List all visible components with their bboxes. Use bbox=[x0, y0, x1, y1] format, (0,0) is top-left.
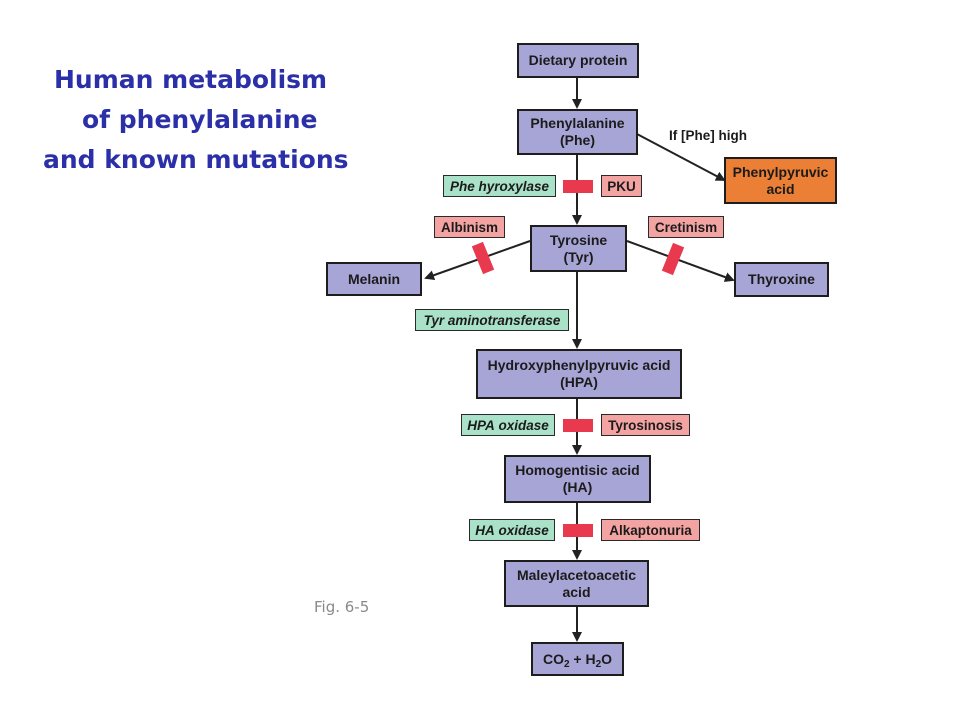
enzyme-hpa-oxidase: HPA oxidase bbox=[461, 414, 555, 436]
node-ha-name: Homogentisic acid bbox=[515, 462, 640, 478]
node-plus-h-text: + H bbox=[569, 650, 596, 667]
node-co2-h2o: CO2 + H2O bbox=[531, 642, 624, 676]
disorder-tyrosinosis-label: Tyrosinosis bbox=[608, 417, 683, 433]
disorder-tyrosinosis: Tyrosinosis bbox=[601, 414, 690, 436]
block-bar-pku bbox=[563, 180, 593, 193]
node-thyroxine-label: Thyroxine bbox=[748, 271, 815, 287]
node-ha-abbr: (HA) bbox=[562, 479, 593, 495]
node-phenylpyruvic-acid: Phenylpyruvic acid bbox=[724, 157, 837, 204]
enzyme-ha-oxidase: HA oxidase bbox=[469, 519, 555, 541]
node-phenylalanine-abbr: (Phe) bbox=[560, 132, 595, 148]
node-dietary-protein: Dietary protein bbox=[517, 43, 639, 78]
node-phenylpyruvic-suffix: acid bbox=[766, 180, 795, 197]
node-melanin: Melanin bbox=[326, 262, 422, 296]
node-co2-subscript: 2 bbox=[563, 658, 570, 670]
enzyme-tyr-aminotransferase-abbr: Tyr bbox=[423, 312, 445, 328]
node-melanin-label: Melanin bbox=[347, 270, 401, 287]
block-bar-cretinism bbox=[661, 242, 685, 276]
node-co2-text: CO bbox=[542, 650, 564, 667]
node-tyrosine-abbr: (Tyr) bbox=[563, 248, 594, 265]
enzyme-tyr-aminotransferase-rest: aminotransferase bbox=[444, 312, 561, 328]
node-dietary-protein-label: Dietary protein bbox=[528, 52, 628, 68]
node-hpa-name: Hydroxyphenylpyruvic acid bbox=[487, 357, 671, 373]
disorder-alkaptonuria: Alkaptonuria bbox=[601, 519, 700, 541]
disorder-albinism: Albinism bbox=[434, 216, 505, 238]
title-line-3: and known mutations bbox=[43, 145, 349, 174]
node-phenylalanine-name: Phenylalanine bbox=[530, 115, 625, 131]
block-bar-albinism bbox=[471, 241, 495, 275]
disorder-pku-label: PKU bbox=[607, 178, 636, 194]
disorder-pku: PKU bbox=[601, 175, 642, 197]
disorder-albinism-label: Albinism bbox=[440, 219, 498, 235]
block-bar-tyrosinosis bbox=[563, 419, 593, 432]
enzyme-phe-hydroxylase-abbr: Phe bbox=[449, 178, 475, 194]
node-tyrosine-name: Tyrosine bbox=[549, 231, 608, 248]
title-line-1: Human metabolism bbox=[54, 65, 328, 94]
node-maleylacetoacetic-acid: Maleylacetoacetic acid bbox=[504, 560, 649, 607]
figure-label: Fig. 6-5 bbox=[314, 598, 370, 616]
edge-label-phe-high: If [Phe] high bbox=[669, 127, 747, 143]
node-thyroxine: Thyroxine bbox=[734, 262, 829, 297]
enzyme-hpa-oxidase-abbr: HPA bbox=[467, 417, 495, 433]
disorder-alkaptonuria-label: Alkaptonuria bbox=[609, 522, 692, 538]
enzyme-ha-oxidase-abbr: HA bbox=[475, 522, 495, 538]
title-line-2: of phenylalanine bbox=[82, 105, 318, 134]
node-h2o-o-text: O bbox=[601, 650, 613, 667]
arrow-tyr-to-thyroxine bbox=[626, 240, 735, 282]
node-tyrosine: Tyrosine (Tyr) bbox=[530, 225, 627, 272]
node-hpa-abbr: (HPA) bbox=[560, 374, 598, 390]
node-maleyl-name: Maleylacetoacetic bbox=[516, 566, 637, 583]
enzyme-phe-hydroxylase-rest: hyroxylase bbox=[474, 178, 550, 194]
arrow-phe-to-phenylpyruvic bbox=[636, 133, 726, 181]
enzyme-tyr-aminotransferase: Tyr aminotransferase bbox=[415, 309, 569, 331]
node-hpa: Hydroxyphenylpyruvic acid (HPA) bbox=[476, 349, 682, 399]
node-h2o-subscript: 2 bbox=[595, 658, 602, 670]
enzyme-phe-hydroxylase: Phe hyroxylase bbox=[443, 175, 556, 197]
node-phenylpyruvic-name: Phenylpyruvic bbox=[732, 163, 829, 180]
enzyme-hpa-oxidase-rest: oxidase bbox=[494, 417, 549, 433]
disorder-cretinism: Cretinism bbox=[648, 216, 724, 238]
node-ha: Homogentisic acid (HA) bbox=[504, 455, 651, 503]
node-phenylalanine: Phenylalanine (Phe) bbox=[517, 109, 638, 155]
enzyme-ha-oxidase-rest: oxidase bbox=[494, 522, 549, 538]
block-bar-alkaptonuria bbox=[563, 524, 593, 537]
disorder-cretinism-label: Cretinism bbox=[654, 219, 718, 235]
node-maleyl-suffix: acid bbox=[562, 583, 591, 600]
